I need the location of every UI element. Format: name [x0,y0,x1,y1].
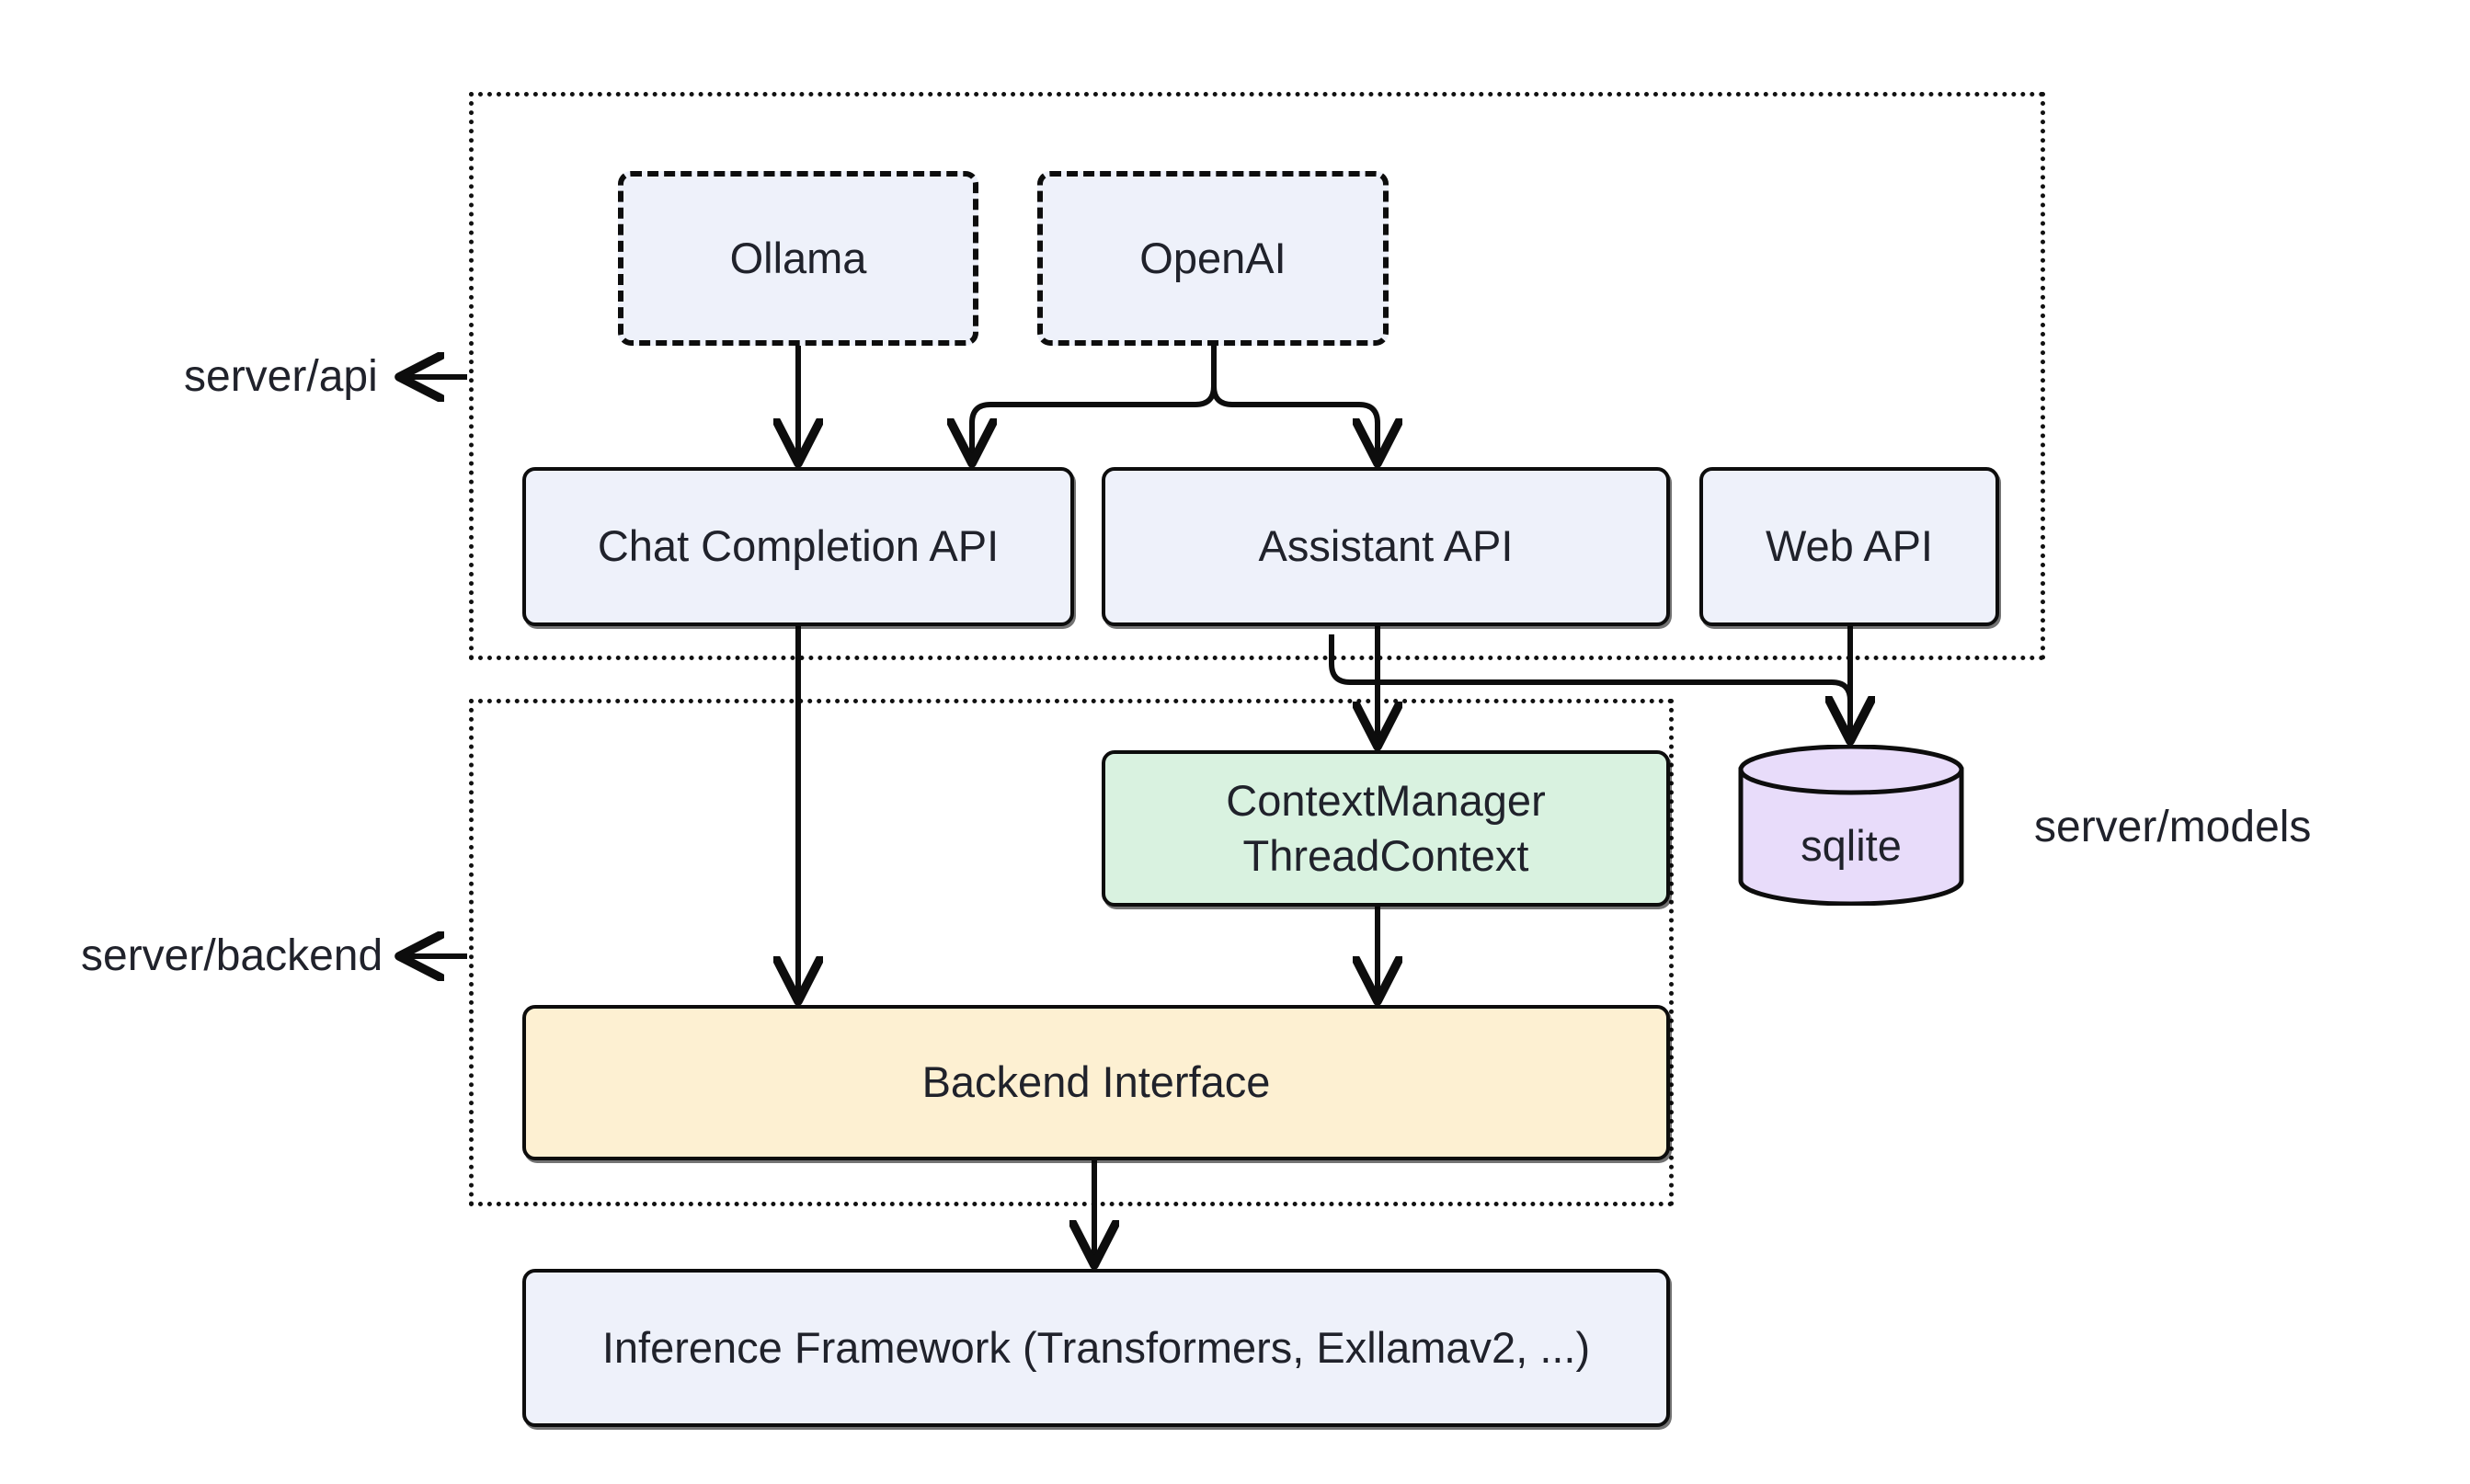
node-ollama[interactable]: Ollama [618,171,978,346]
cluster-server-api [469,92,2045,660]
node-context-manager[interactable]: ContextManager ThreadContext [1102,750,1670,907]
cluster-server-backend [469,699,1674,1206]
node-sqlite-label: sqlite [1801,821,1902,870]
node-sqlite[interactable]: sqlite [1736,745,1966,906]
node-chat-completion-api[interactable]: Chat Completion API [522,467,1074,626]
cluster-label-server-api: server/api [184,352,378,401]
node-openai[interactable]: OpenAI [1037,171,1389,346]
cluster-label-server-models: server/models [2034,803,2312,851]
node-web-api[interactable]: Web API [1699,467,1999,626]
node-backend-interface[interactable]: Backend Interface [522,1005,1670,1160]
node-inference-framework[interactable]: Inference Framework (Transformers, Exlla… [522,1269,1670,1427]
cluster-label-server-backend: server/backend [81,931,383,980]
node-assistant-api[interactable]: Assistant API [1102,467,1670,626]
